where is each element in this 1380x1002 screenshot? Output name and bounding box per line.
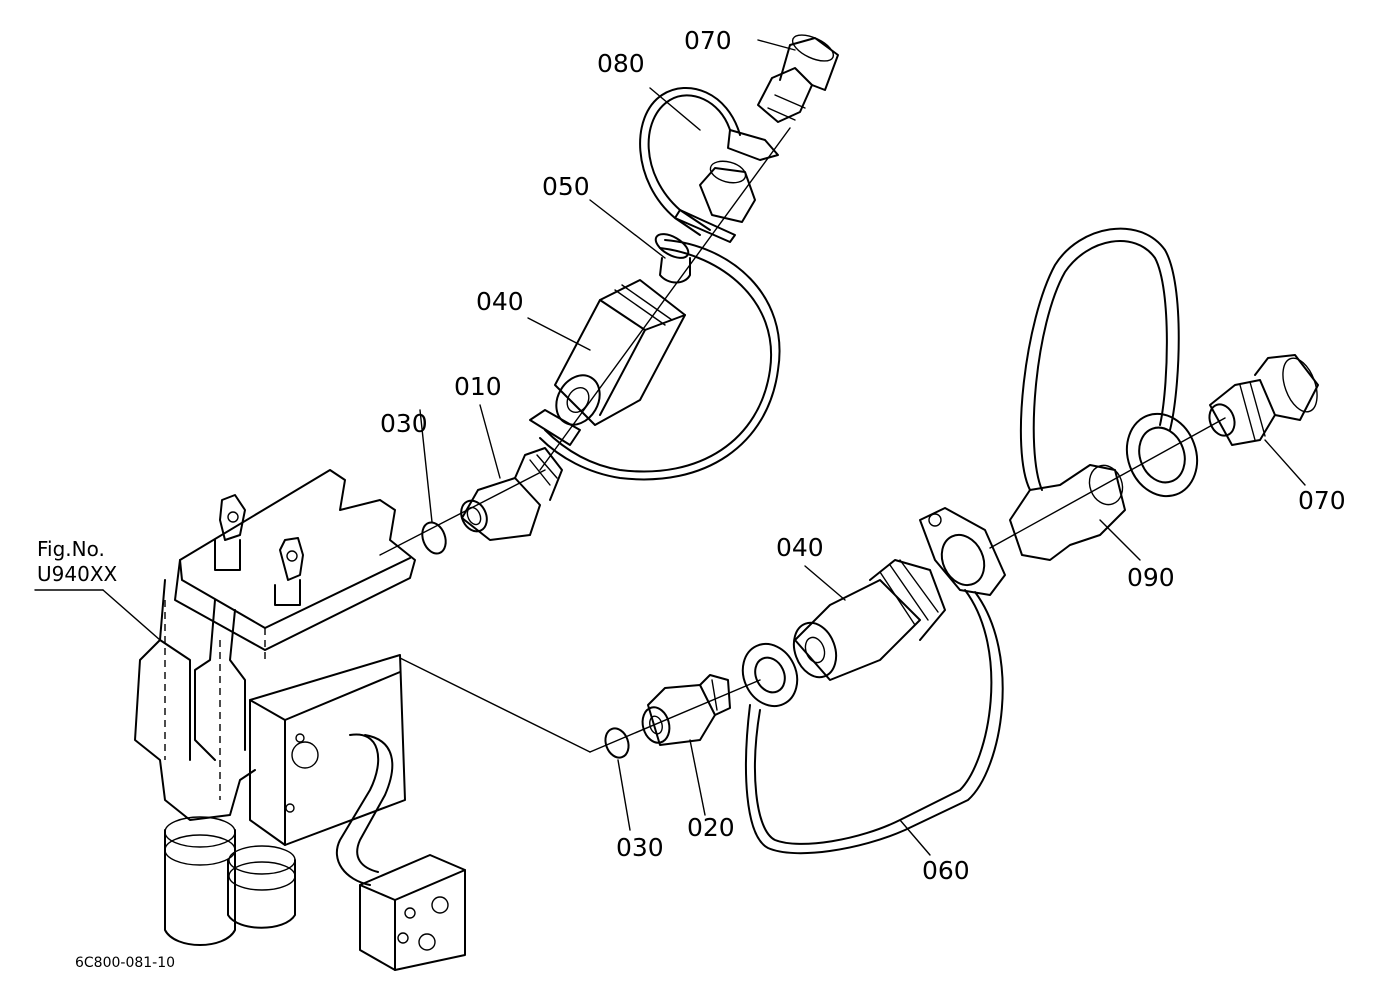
control-valve-body: [134, 469, 466, 971]
label-070-right: 070: [1298, 486, 1346, 515]
fig-number: U940XX: [37, 562, 118, 586]
adapter-020: [641, 674, 731, 746]
elbow-adapter-010: [460, 447, 563, 541]
figure-reference: Fig.No. U940XX 6C800-081-10: [37, 537, 175, 971]
nipple-070-upper: [757, 34, 839, 123]
washer-ring: [741, 642, 799, 708]
label-080: 080: [597, 49, 645, 78]
label-060: 060: [922, 856, 970, 885]
label-020: 020: [687, 813, 735, 842]
label-030-lower: 030: [616, 833, 664, 862]
label-090: 090: [1127, 563, 1175, 592]
dust-cap-plug-050: [529, 233, 781, 481]
o-ring-030-lower: [604, 727, 630, 759]
label-010: 010: [454, 372, 502, 401]
dust-plug-060: [745, 507, 1006, 855]
dust-cap-080: [639, 86, 779, 243]
dust-cap-090: [1009, 227, 1199, 561]
label-030-upper: 030: [380, 409, 428, 438]
label-070-upper: 070: [684, 26, 732, 55]
label-050: 050: [542, 172, 590, 201]
drawing-code: 6C800-081-10: [75, 955, 175, 971]
quick-coupler-040-lower: [792, 559, 946, 681]
callout-labels: 070 080 050 040 010 030 040 090 070 020 …: [380, 26, 1346, 885]
o-ring-030-upper: [421, 521, 447, 555]
quick-coupler-040-upper: [554, 279, 686, 426]
leader-lines: [34, 39, 1306, 856]
fig-caption: Fig.No.: [37, 537, 105, 561]
label-040-lower: 040: [776, 533, 824, 562]
nipple-070-right: [1208, 354, 1319, 446]
label-040-upper: 040: [476, 287, 524, 316]
